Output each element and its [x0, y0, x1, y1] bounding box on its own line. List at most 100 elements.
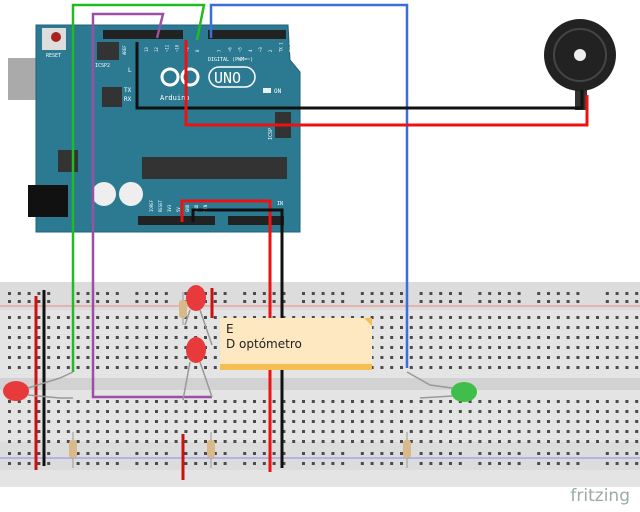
breadboard-hole[interactable] — [507, 420, 511, 423]
breadboard-hole[interactable] — [37, 440, 41, 443]
breadboard-hole[interactable] — [302, 452, 305, 455]
breadboard-hole[interactable] — [213, 420, 217, 423]
breadboard-hole[interactable] — [498, 336, 501, 339]
breadboard-hole[interactable] — [547, 400, 550, 403]
breadboard-hole[interactable] — [449, 366, 452, 369]
breadboard-hole[interactable] — [8, 336, 11, 339]
breadboard-hole[interactable] — [213, 300, 217, 303]
breadboard-hole[interactable] — [115, 336, 119, 339]
breadboard-hole[interactable] — [409, 410, 413, 413]
breadboard-hole[interactable] — [635, 462, 639, 465]
breadboard-hole[interactable] — [370, 336, 374, 339]
breadboard-hole[interactable] — [615, 366, 619, 369]
breadboard-hole[interactable] — [282, 440, 286, 443]
breadboard-hole[interactable] — [537, 440, 541, 443]
breadboard-hole[interactable] — [468, 420, 472, 423]
breadboard-hole[interactable] — [517, 336, 521, 339]
breadboard-hole[interactable] — [47, 462, 51, 465]
breadboard-hole[interactable] — [605, 440, 609, 443]
breadboard-hole[interactable] — [331, 462, 335, 465]
breadboard-hole[interactable] — [380, 326, 384, 329]
breadboard-hole[interactable] — [478, 462, 482, 465]
breadboard-hole[interactable] — [106, 356, 109, 359]
breadboard-hole[interactable] — [409, 400, 413, 403]
breadboard-hole[interactable] — [635, 430, 639, 433]
breadboard-hole[interactable] — [615, 452, 619, 455]
breadboard-hole[interactable] — [360, 400, 364, 403]
breadboard-hole[interactable] — [517, 326, 521, 329]
breadboard-hole[interactable] — [596, 410, 599, 413]
breadboard-hole[interactable] — [184, 346, 188, 349]
breadboard-hole[interactable] — [586, 420, 590, 423]
breadboard-hole[interactable] — [57, 420, 60, 423]
breadboard-hole[interactable] — [547, 300, 550, 303]
breadboard-hole[interactable] — [341, 462, 345, 465]
breadboard-hole[interactable] — [8, 300, 11, 303]
breadboard-hole[interactable] — [370, 366, 374, 369]
breadboard-hole[interactable] — [400, 420, 403, 423]
breadboard-hole[interactable] — [605, 292, 609, 295]
breadboard-hole[interactable] — [233, 420, 237, 423]
breadboard-hole[interactable] — [370, 356, 374, 359]
breadboard-hole[interactable] — [194, 326, 198, 329]
breadboard-hole[interactable] — [135, 356, 139, 359]
breadboard-hole[interactable] — [321, 430, 325, 433]
breadboard-hole[interactable] — [76, 336, 80, 339]
breadboard-hole[interactable] — [223, 292, 227, 295]
breadboard-hole[interactable] — [125, 366, 129, 369]
breadboard-hole[interactable] — [537, 326, 541, 329]
breadboard-hole[interactable] — [380, 316, 384, 319]
breadboard-hole[interactable] — [106, 410, 109, 413]
resistor[interactable] — [69, 432, 77, 468]
breadboard-hole[interactable] — [478, 336, 482, 339]
breadboard-hole[interactable] — [380, 440, 384, 443]
breadboard-hole[interactable] — [409, 326, 413, 329]
breadboard-hole[interactable] — [449, 452, 452, 455]
breadboard-hole[interactable] — [243, 420, 247, 423]
breadboard-hole[interactable] — [17, 410, 21, 413]
breadboard-hole[interactable] — [213, 452, 217, 455]
breadboard-hole[interactable] — [380, 300, 384, 303]
breadboard-hole[interactable] — [498, 366, 501, 369]
breadboard-hole[interactable] — [507, 400, 511, 403]
breadboard-hole[interactable] — [488, 356, 492, 359]
breadboard-hole[interactable] — [547, 440, 550, 443]
breadboard-hole[interactable] — [311, 410, 315, 413]
breadboard-hole[interactable] — [390, 420, 394, 423]
breadboard-hole[interactable] — [194, 410, 198, 413]
breadboard-hole[interactable] — [625, 292, 629, 295]
breadboard-hole[interactable] — [47, 300, 51, 303]
breadboard-hole[interactable] — [517, 300, 521, 303]
breadboard-hole[interactable] — [615, 300, 619, 303]
breadboard-hole[interactable] — [429, 316, 433, 319]
breadboard-hole[interactable] — [468, 356, 472, 359]
breadboard-hole[interactable] — [537, 410, 541, 413]
breadboard-hole[interactable] — [400, 300, 403, 303]
breadboard-hole[interactable] — [8, 410, 11, 413]
breadboard-hole[interactable] — [17, 356, 21, 359]
breadboard-hole[interactable] — [115, 420, 119, 423]
breadboard-hole[interactable] — [213, 326, 217, 329]
breadboard-hole[interactable] — [96, 366, 100, 369]
breadboard-hole[interactable] — [262, 462, 266, 465]
breadboard-hole[interactable] — [8, 440, 11, 443]
breadboard-hole[interactable] — [57, 316, 60, 319]
breadboard-hole[interactable] — [76, 400, 80, 403]
breadboard-hole[interactable] — [27, 366, 31, 369]
breadboard-hole[interactable] — [429, 462, 433, 465]
breadboard-hole[interactable] — [586, 440, 590, 443]
breadboard-hole[interactable] — [302, 292, 305, 295]
breadboard-hole[interactable] — [449, 410, 452, 413]
breadboard-hole[interactable] — [47, 430, 51, 433]
breadboard-hole[interactable] — [145, 462, 149, 465]
breadboard-hole[interactable] — [27, 430, 31, 433]
breadboard-hole[interactable] — [135, 316, 139, 319]
breadboard-hole[interactable] — [27, 326, 31, 329]
breadboard-hole[interactable] — [155, 410, 158, 413]
breadboard-hole[interactable] — [556, 462, 560, 465]
breadboard-hole[interactable] — [66, 366, 70, 369]
breadboard-hole[interactable] — [458, 316, 462, 319]
breadboard-hole[interactable] — [605, 452, 609, 455]
breadboard-hole[interactable] — [194, 440, 198, 443]
led-red-top[interactable] — [184, 285, 213, 346]
